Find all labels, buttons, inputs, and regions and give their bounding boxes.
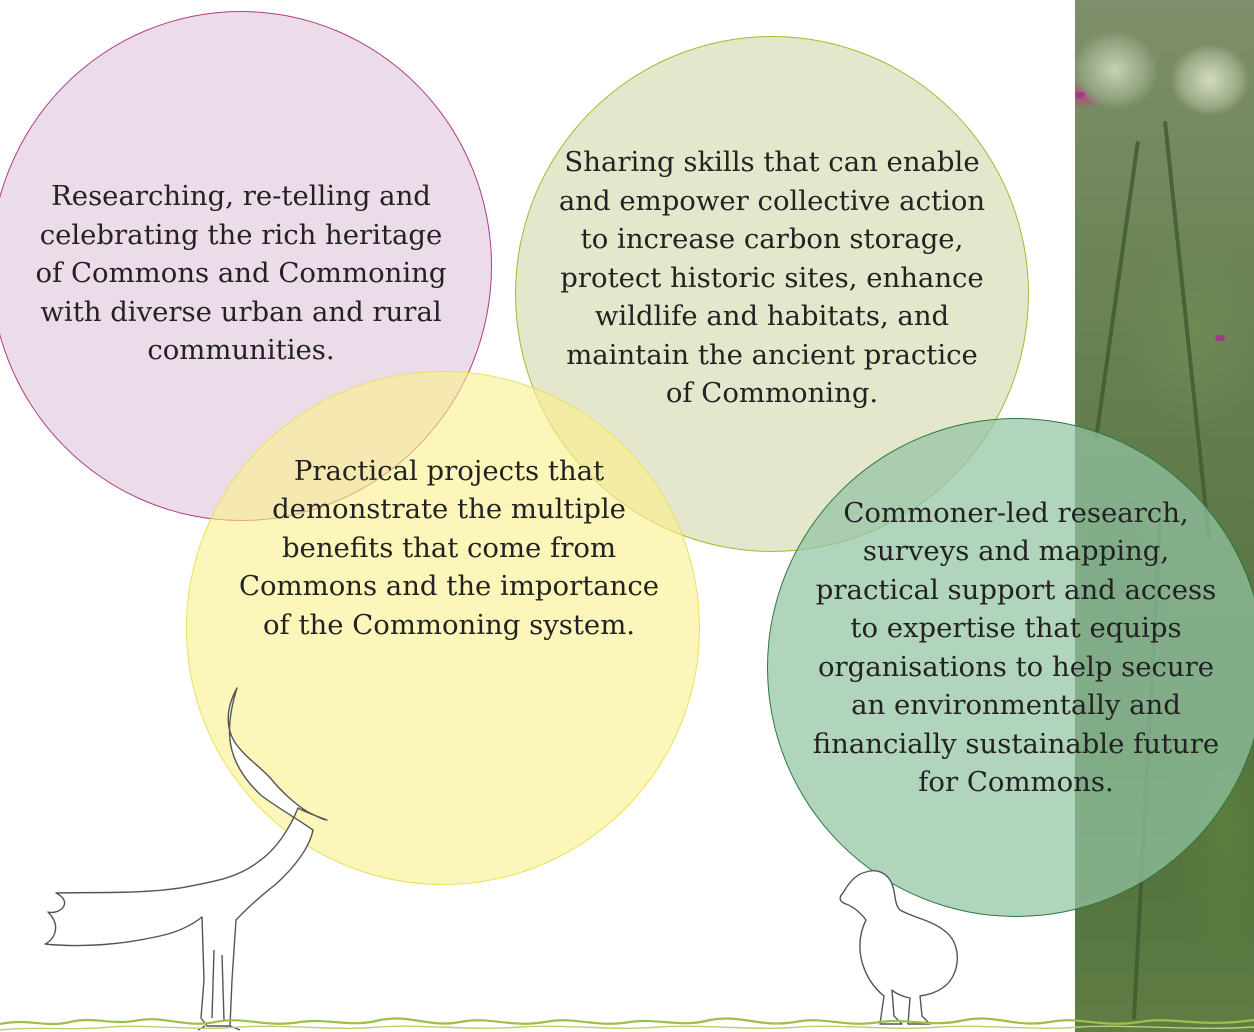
research-circle: Commoner-led research, surveys and mappi… — [767, 418, 1254, 917]
heritage-text: Researching, re-telling and celebrating … — [35, 180, 447, 367]
research-text: Commoner-led research, surveys and mappi… — [812, 496, 1220, 799]
lapwing-icon — [44, 687, 328, 1027]
grass-line — [0, 1017, 1254, 1026]
projects-text: Practical projects that demonstrate the … — [238, 454, 660, 641]
chick-icon — [839, 870, 958, 1025]
projects-circle: Practical projects that demonstrate the … — [186, 371, 700, 885]
skills-text: Sharing skills that can enable and empow… — [558, 146, 986, 410]
